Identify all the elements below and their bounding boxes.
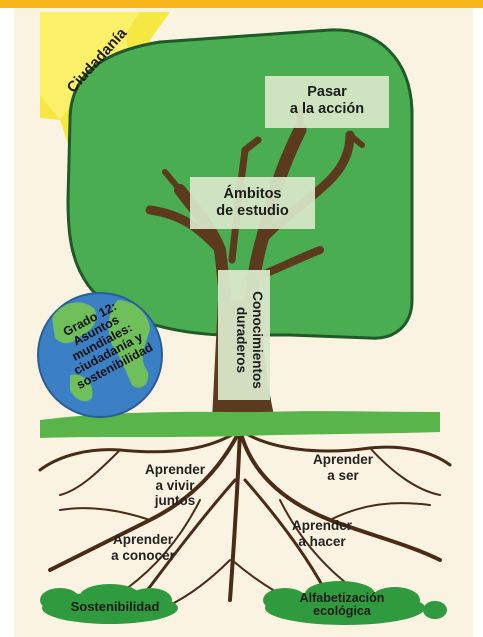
trunk-label: Conocimientos duraderos xyxy=(234,291,265,389)
crown-mid-label: Ámbitos de estudio xyxy=(216,186,289,219)
root-label-be: Aprender a ser xyxy=(312,452,373,483)
globe-icon xyxy=(37,292,163,418)
label-box-knowledge xyxy=(218,270,270,400)
root-label-do: Aprender a hacer xyxy=(291,518,352,549)
left-margin xyxy=(0,8,14,637)
ground-strip xyxy=(40,411,440,438)
label-box-study xyxy=(190,177,315,229)
bush-left xyxy=(40,584,178,624)
right-margin xyxy=(473,8,483,637)
label-box-action xyxy=(265,76,389,128)
root-label-live-together: Aprender a vivir juntos xyxy=(144,462,205,509)
bush-right xyxy=(263,581,447,625)
crown-top-label: Pasar a la acción xyxy=(289,84,365,117)
bush-right-label: Alfabetización ecológica xyxy=(299,591,385,619)
bush-left-label: Sostenibilidad xyxy=(70,599,160,614)
root-label-know: Aprender a conocer xyxy=(111,532,175,563)
top-accent-bar xyxy=(0,0,483,8)
